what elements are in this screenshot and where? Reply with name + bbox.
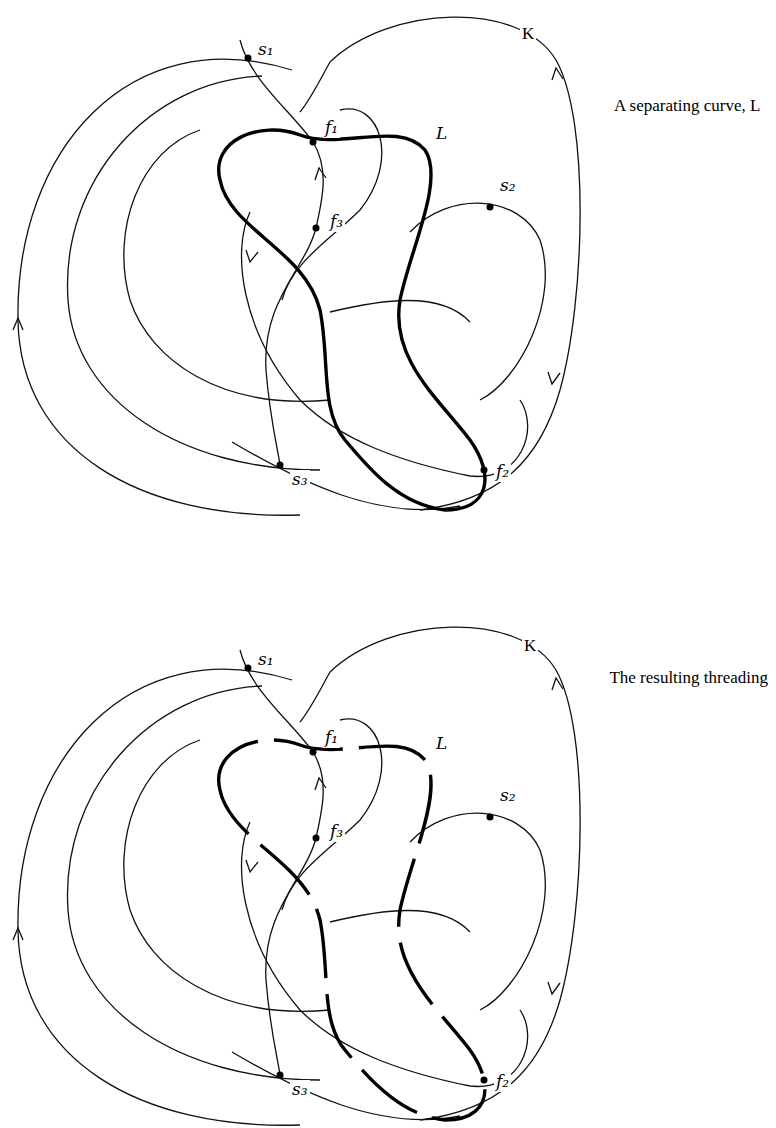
orientation-arrow [315,168,326,180]
knot-strand [18,59,300,515]
point-label: f₂ [494,462,511,482]
point-label: s₃ [290,1080,310,1100]
point-label: L [434,734,449,754]
knot-strand [68,686,320,1080]
marked-point [245,55,252,62]
knot-strand [232,442,460,510]
orientation-arrow [315,778,326,790]
orientation-arrow [552,68,563,80]
knot-strand [330,17,580,510]
point-label: s₂ [498,176,518,196]
marked-point [277,1072,284,1079]
point-label: s₁ [256,40,276,60]
marked-point [310,139,317,146]
separating-curve [219,740,485,1120]
orientation-arrow [13,928,23,940]
knot-strand [242,212,528,476]
knot-strand [330,627,580,1120]
marked-point [310,749,317,756]
point-label: L [434,124,449,144]
point-label: s₁ [256,650,276,670]
marked-point [481,1077,488,1084]
marked-point [487,204,494,211]
point-label: f₃ [328,212,345,232]
bottom-panel [13,627,580,1125]
marked-point [487,814,494,821]
knot-strand [410,203,545,400]
point-label: f₂ [494,1072,511,1092]
knot-strand [300,62,330,112]
caption-label: K [522,636,538,656]
point-label: s₂ [498,786,518,806]
top-panel [13,17,580,515]
knot-strand [232,1052,460,1120]
knot-strand [300,672,330,722]
orientation-arrow [13,318,23,330]
orientation-arrow [548,982,560,994]
orientation-arrow [548,372,560,384]
orientation-arrow [552,678,563,690]
point-label: s₃ [290,470,310,490]
knot-strand [410,813,545,1010]
caption-label: K [520,24,536,44]
orientation-arrow [246,250,258,262]
marked-point [313,225,320,232]
knot-strand [18,669,300,1125]
knot-strand [124,130,330,401]
point-label: f₃ [328,822,345,842]
marked-point [277,462,284,469]
point-label: f₁ [323,118,340,138]
marked-point [313,835,320,842]
caption-label: A separating curve, L [612,96,762,116]
separating-curve [219,130,485,510]
knot-strand [124,740,330,1011]
knot-strand [68,76,320,470]
orientation-arrow [246,860,258,872]
point-label: f₁ [323,728,340,748]
caption-label: The resulting threading [607,668,770,688]
marked-point [481,467,488,474]
knot-strand [242,822,528,1086]
marked-point [245,665,252,672]
